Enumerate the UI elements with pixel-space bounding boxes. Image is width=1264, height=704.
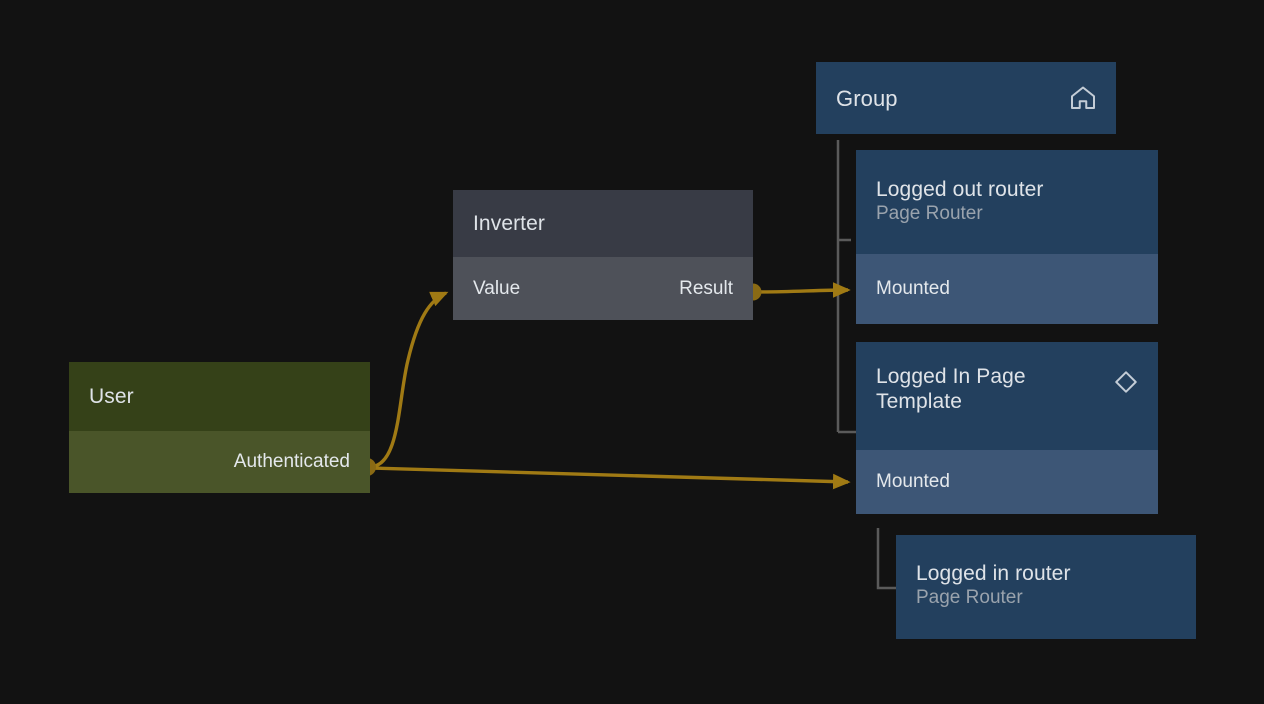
user-authenticated-output-label: Authenticated <box>233 451 350 472</box>
group-node-header: Group <box>816 62 1116 134</box>
logged-in-template-title: Logged In Page Template <box>876 365 1026 413</box>
wire-user-authenticated-to-template-mounted <box>369 466 851 490</box>
logged-out-router-title-wrap: Logged out router Page Router <box>876 177 1044 225</box>
logged-in-template-header: Logged In Page Template <box>856 342 1158 450</box>
inverter-title: Inverter <box>473 212 545 235</box>
logged-out-router-header: Logged out router Page Router <box>856 150 1158 254</box>
node-inverter[interactable]: Inverter Value Result <box>453 190 753 320</box>
logged-out-router-mounted-label: Mounted <box>876 278 950 299</box>
user-title: User <box>89 385 134 408</box>
logged-out-router-mounted-row[interactable]: Mounted <box>856 254 1158 324</box>
diamond-icon <box>1115 371 1137 393</box>
inverter-io-row[interactable]: Value Result <box>453 257 753 320</box>
node-logged-out-router[interactable]: Logged out router Page Router Mounted <box>856 150 1158 324</box>
wire-inverter-result-to-logged-out-mounted <box>755 282 851 298</box>
logged-in-router-title: Logged in router <box>916 562 1071 585</box>
inverter-result-output-label: Result <box>679 277 733 299</box>
logged-in-router-subtitle: Page Router <box>916 587 1023 608</box>
logged-in-template-mounted-row[interactable]: Mounted <box>856 450 1158 514</box>
logged-in-router-header: Logged in router Page Router <box>896 535 1196 639</box>
logged-in-template-mounted-label: Mounted <box>876 471 950 492</box>
template-child-tree-line <box>876 528 896 590</box>
node-logged-in-page-template[interactable]: Logged In Page Template Mounted <box>856 342 1158 514</box>
logged-in-template-title-wrap: Logged In Page Template <box>876 364 1091 414</box>
group-node-title: Group <box>836 85 898 111</box>
node-logged-in-router[interactable]: Logged in router Page Router <box>896 535 1196 639</box>
user-authenticated-row[interactable]: Authenticated <box>69 431 370 493</box>
user-header: User <box>69 362 370 431</box>
logged-in-router-title-wrap: Logged in router Page Router <box>916 561 1071 609</box>
node-user[interactable]: User Authenticated <box>69 362 370 493</box>
group-title-wrap: Group <box>836 86 898 111</box>
home-icon <box>1071 86 1095 109</box>
inverter-value-input-label: Value <box>473 277 521 299</box>
logged-out-router-title: Logged out router <box>876 178 1044 201</box>
node-group[interactable]: Group <box>816 62 1116 134</box>
inverter-header: Inverter <box>453 190 753 257</box>
wire-user-authenticated-to-inverter-value <box>369 291 449 469</box>
group-children-tree-line <box>836 140 856 434</box>
logged-out-router-subtitle: Page Router <box>876 203 983 224</box>
